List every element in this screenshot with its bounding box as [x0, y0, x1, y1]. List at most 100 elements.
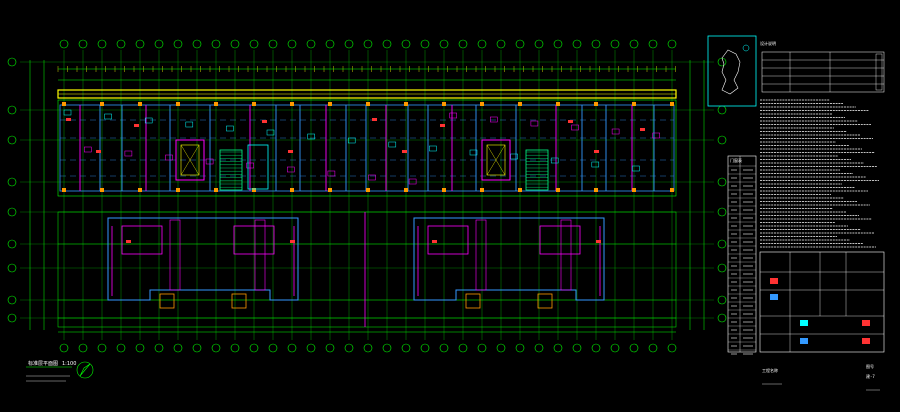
column-icon [252, 188, 256, 192]
axis-bubble-bottom [59, 343, 69, 353]
axis-bubble-bottom [610, 343, 620, 353]
axis-bubble-right [717, 177, 727, 187]
column-icon [670, 102, 674, 106]
column-icon [138, 102, 142, 106]
notes-title: 设计说明 [760, 40, 776, 46]
column-icon [404, 102, 408, 106]
red-mark [290, 240, 295, 243]
axis-bubble-top [192, 39, 202, 49]
fixture [287, 166, 295, 173]
axis-bubble-right [717, 105, 727, 115]
column-icon [442, 102, 446, 106]
axis-bubble-bottom [477, 343, 487, 353]
axis-bubble-bottom [78, 343, 88, 353]
fixture [490, 116, 498, 123]
column-icon [100, 188, 104, 192]
red-mark [596, 240, 601, 243]
column-icon [518, 188, 522, 192]
axis-bubble-top [553, 39, 563, 49]
axis-bubble-top [173, 39, 183, 49]
red-mark [594, 150, 599, 153]
axis-bubble-bottom [268, 343, 278, 353]
fixture [368, 174, 376, 181]
column-icon [556, 102, 560, 106]
fixture [550, 157, 559, 164]
fixture [63, 109, 72, 116]
axis-bubble-bottom [363, 343, 373, 353]
column-icon [556, 188, 560, 192]
axis-bubble-top [249, 39, 259, 49]
fixture [652, 132, 660, 139]
column-icon [442, 188, 446, 192]
red-detail-marks [66, 118, 645, 243]
column-icon [594, 102, 598, 106]
axis-bubble-top [344, 39, 354, 49]
column-icon [214, 102, 218, 106]
axis-bubble-top [325, 39, 335, 49]
door-window-schedule: 门窗表 [727, 155, 757, 355]
axis-bubble-bottom [667, 343, 677, 353]
red-mark [640, 128, 645, 131]
axis-bubble-bottom [629, 343, 639, 353]
axis-bubble-right [717, 135, 727, 145]
column-icon [632, 188, 636, 192]
axis-bubble-bottom [325, 343, 335, 353]
schedule-rows [728, 165, 756, 355]
column-icon [328, 102, 332, 106]
fixture [408, 178, 417, 185]
axis-bubble-top [515, 39, 525, 49]
axis-bubble-top [363, 39, 373, 49]
fixture [611, 128, 620, 135]
sheet-number: 建-7 [866, 373, 875, 379]
column-icon [328, 188, 332, 192]
axis-bubble-left [7, 313, 17, 323]
column-icon [404, 188, 408, 192]
rooms-upper [60, 102, 674, 192]
axis-bubble-top [306, 39, 316, 49]
column-icon [670, 188, 674, 192]
axis-bubble-bottom [591, 343, 601, 353]
fixture [571, 124, 579, 131]
axis-bubble-top [420, 39, 430, 49]
axis-bubble-bottom [192, 343, 202, 353]
red-mark [96, 150, 101, 153]
axis-bubble-bottom [173, 343, 183, 353]
axis-bubble-top [648, 39, 658, 49]
dimension-right [689, 60, 705, 330]
axis-bubble-bottom [401, 343, 411, 353]
red-mark [432, 240, 437, 243]
axis-bubble-top [591, 39, 601, 49]
red-mark [262, 120, 267, 123]
axis-bubble-top [458, 39, 468, 49]
red-mark [134, 124, 139, 127]
axis-bubble-top [401, 39, 411, 49]
column-icon [290, 188, 294, 192]
axis-bubble-top [572, 39, 582, 49]
title-block: 工程名称 图号 建-7 [762, 363, 880, 391]
fixture [165, 154, 173, 161]
fixture [205, 158, 214, 165]
notes-small-table [761, 51, 885, 93]
axis-bubble-bottom [154, 343, 164, 353]
axis-bubble-bottom [496, 343, 506, 353]
axis-bubble-bottom [287, 343, 297, 353]
axis-bubble-top [135, 39, 145, 49]
axis-bubble-top [211, 39, 221, 49]
red-mark [440, 124, 445, 127]
axis-bubble-top [268, 39, 278, 49]
fixture [449, 112, 457, 119]
fixture [185, 121, 194, 128]
column-icon [480, 188, 484, 192]
column-icon [366, 102, 370, 106]
axis-bubble-bottom [420, 343, 430, 353]
fixture [266, 129, 275, 136]
fixture [144, 117, 153, 124]
column-icon [62, 102, 66, 106]
column-icon [290, 102, 294, 106]
core-left [175, 139, 269, 191]
axis-bubble-top [59, 39, 69, 49]
axis-bubble-right [717, 239, 727, 249]
project-label: 工程名称 [762, 367, 778, 373]
column-icon [176, 102, 180, 106]
fixture [469, 149, 478, 156]
